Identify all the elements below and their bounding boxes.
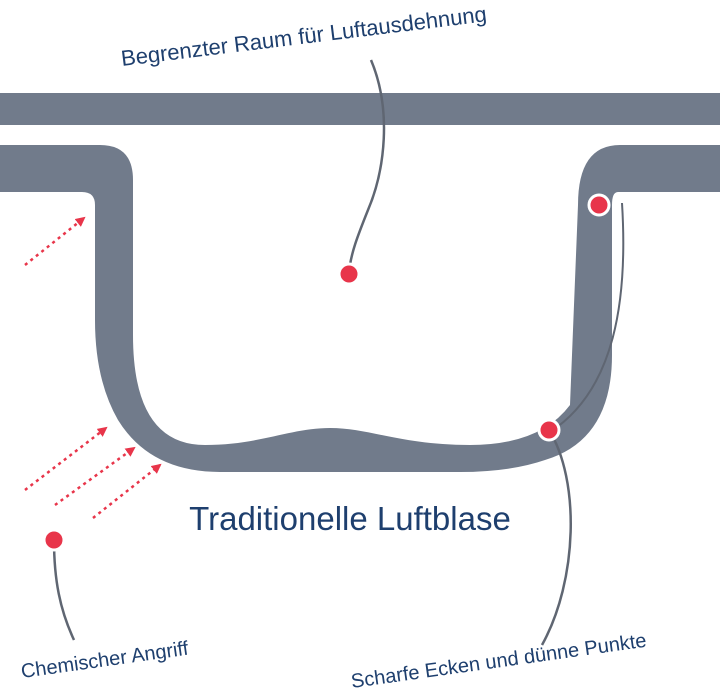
marker-dot-left [42,528,66,552]
leader-line-bottom-right [540,429,572,646]
marker-dot-right-top [587,193,611,217]
leader-line-top [347,59,386,275]
label-bottom-left: Chemischer Angriff [20,638,190,683]
diagram-title: Traditionelle Luftblase [189,500,511,537]
leader-line-right-edge [549,202,625,433]
label-top: Begrenzter Raum für Luftausdehnung [120,1,488,71]
attack-arrow [54,446,136,507]
attack-arrow [92,463,162,519]
marker-dot-right-bottom [537,418,561,442]
attack-arrow [24,426,108,491]
bubble-wall [0,145,720,472]
leader-line-bottom-left [52,539,76,641]
attack-arrow [24,216,86,266]
marker-dot-center [337,262,361,286]
label-bottom-right: Scharfe Ecken und dünne Punkte [350,630,648,692]
top-plate [0,93,720,125]
